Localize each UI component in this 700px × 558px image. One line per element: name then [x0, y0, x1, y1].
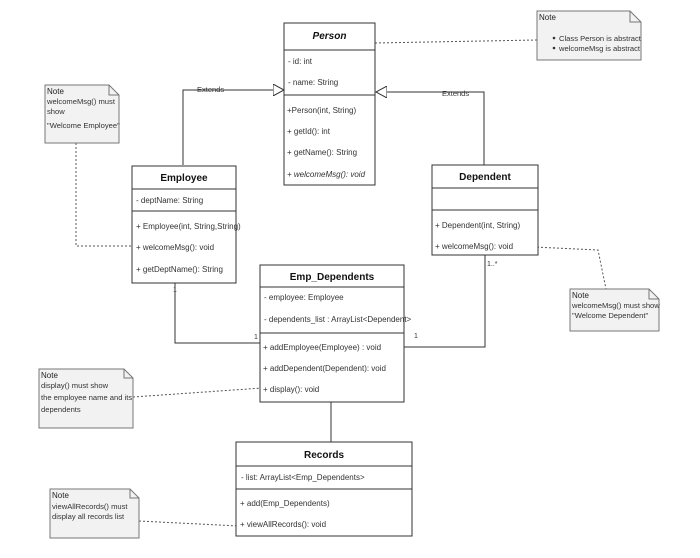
note-display-line-2: the employee name and its — [41, 393, 132, 402]
note-records-title: Note — [52, 491, 69, 500]
class-employee[interactable]: Employee - deptName: String + Employee(i… — [131, 165, 241, 284]
note-employee-line-2: show — [47, 107, 65, 116]
note-display-title: Note — [41, 371, 58, 380]
note-person-bullet-2: welcomeMsg is abstract — [558, 44, 641, 53]
records-attr-list: - list: ArrayList<Emp_Dependents> — [241, 473, 365, 482]
person-method-constructor: +Person(int, String) — [287, 106, 356, 115]
note-person[interactable]: Note Class Person is abstract welcomeMsg… — [536, 10, 642, 61]
dependent-method-constructor: + Dependent(int, String) — [435, 221, 520, 230]
class-dependent[interactable]: Dependent + Dependent(int, String) + wel… — [431, 164, 539, 256]
multiplicity-empdependents-left: 1 — [254, 334, 258, 341]
extends-dependent-person-edge — [376, 92, 485, 165]
person-method-getname: + getName(): String — [287, 148, 357, 157]
note-connector-dependent — [512, 245, 607, 290]
empdependents-attr-employee: - employee: Employee — [264, 293, 344, 302]
note-records-line-2: display all records list — [52, 512, 125, 521]
note-display[interactable]: Note display() must show the employee na… — [38, 368, 134, 429]
class-person-name: Person — [313, 31, 347, 42]
records-method-add: + add(Emp_Dependents) — [240, 499, 330, 508]
note-employee-line-3: "Welcome Employee" — [47, 121, 120, 130]
extends-label-right: Extends — [442, 89, 469, 98]
multiplicity-dependent: 1..* — [487, 261, 498, 268]
extends-employee-person-edge — [182, 90, 284, 165]
bullet-icon — [552, 36, 556, 40]
empdependents-method-adddependent: + addDependent(Dependent): void — [263, 364, 386, 373]
note-employee-line-1: welcomeMsg() must — [46, 97, 116, 106]
note-employee[interactable]: Note welcomeMsg() must show "Welcome Emp… — [44, 84, 120, 144]
association-employee-empdependents-edge — [174, 283, 260, 344]
extends-label-left: Extends — [197, 85, 224, 94]
note-connector-records — [138, 520, 240, 527]
bullet-icon — [552, 46, 556, 50]
class-records-name: Records — [304, 450, 344, 461]
employee-method-getdeptname: + getDeptName(): String — [136, 265, 223, 274]
note-person-title: Note — [539, 13, 556, 22]
empdependents-attr-dependents-list: - dependents_list : ArrayList<Dependent> — [264, 315, 412, 324]
note-dependent[interactable]: Note welcomeMsg() must show "Welcome Dep… — [569, 288, 660, 332]
empdependents-method-addemployee: + addEmployee(Employee) : void — [263, 343, 381, 352]
person-attr-id: - id: int — [288, 57, 313, 66]
dependent-method-welcomemsg: + welcomeMsg(): void — [435, 242, 513, 251]
multiplicity-empdependents-right: 1 — [414, 333, 418, 340]
class-emp-dependents[interactable]: Emp_Dependents - employee: Employee - de… — [259, 264, 412, 403]
person-method-welcomemsg: + welcomeMsg(): void — [287, 170, 366, 179]
class-person[interactable]: Person - id: int - name: String +Person(… — [283, 22, 376, 186]
records-method-viewallrecords: + viewAllRecords(): void — [240, 520, 326, 529]
person-attr-name: - name: String — [288, 78, 338, 87]
note-display-line-3: dependents — [41, 405, 81, 414]
employee-method-constructor: + Employee(int, String,String) — [136, 222, 241, 231]
note-connector-person — [374, 39, 538, 44]
note-connector-display — [132, 387, 263, 398]
note-dependent-line-2: "Welcome Dependent" — [572, 311, 648, 320]
note-dependent-line-1: welcomeMsg() must show — [571, 301, 660, 310]
employee-attr-deptname: - deptName: String — [136, 196, 203, 205]
empdependents-method-display: + display(): void — [263, 385, 319, 394]
note-connector-employee — [75, 143, 135, 247]
class-emp-dependents-name: Emp_Dependents — [290, 272, 375, 283]
note-person-bullet-1: Class Person is abstract — [559, 34, 642, 43]
multiplicity-employee: 1 — [173, 287, 177, 294]
employee-method-welcomemsg: + welcomeMsg(): void — [136, 243, 214, 252]
note-employee-title: Note — [47, 87, 64, 96]
class-dependent-name: Dependent — [459, 172, 511, 183]
association-dependent-empdependents-edge — [404, 255, 486, 348]
note-display-line-1: display() must show — [41, 381, 109, 390]
class-employee-name: Employee — [160, 173, 208, 184]
person-method-getid: + getId(): int — [287, 127, 331, 136]
note-dependent-title: Note — [572, 291, 589, 300]
note-records[interactable]: Note viewAllRecords() must display all r… — [49, 488, 140, 539]
note-records-line-1: viewAllRecords() must — [52, 502, 128, 511]
class-records[interactable]: Records - list: ArrayList<Emp_Dependents… — [235, 441, 413, 537]
